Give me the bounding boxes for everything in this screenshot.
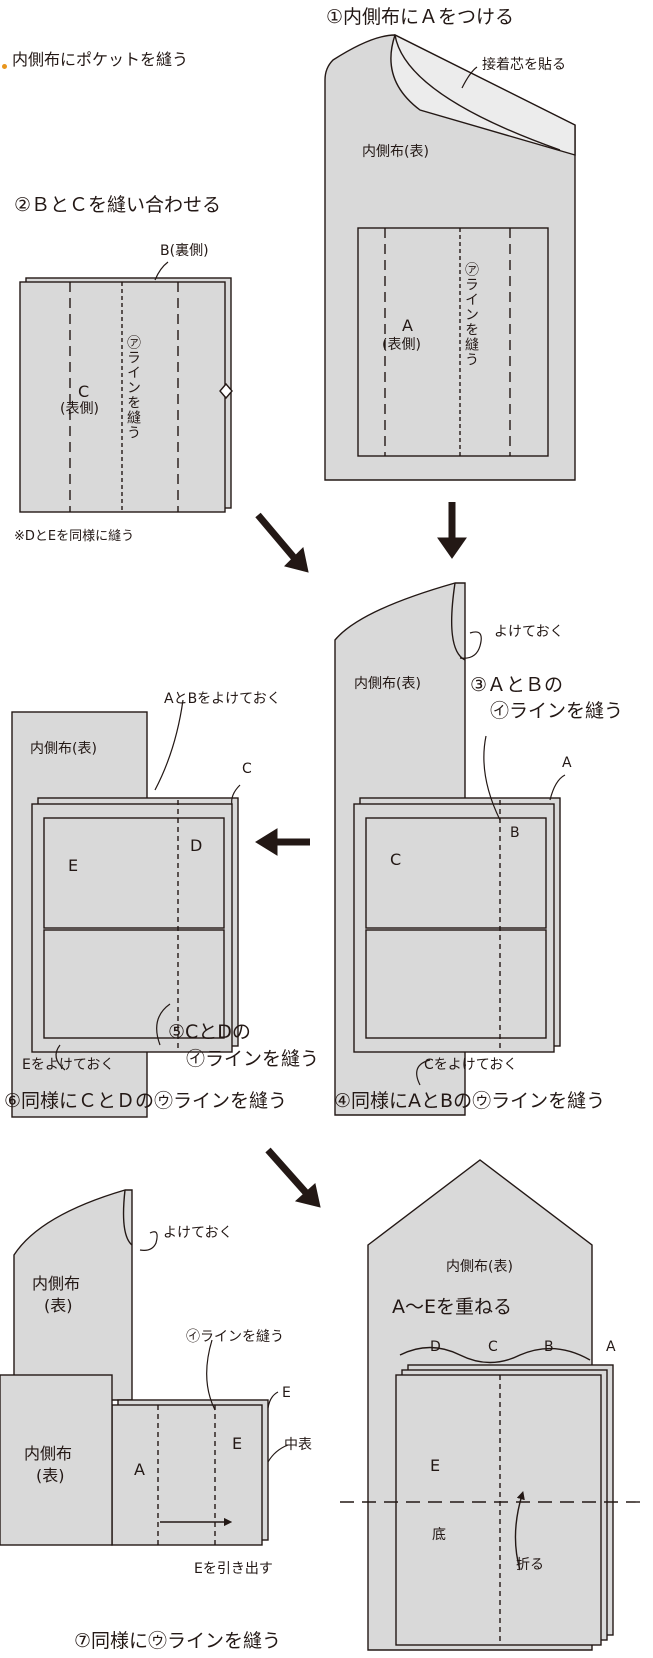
arrow-diagonal-icon <box>265 1147 321 1208</box>
c-aside-label: Cをよけておく <box>424 1057 518 1073</box>
letter-e-step5: E <box>68 856 79 875</box>
letter-d-final: D <box>430 1339 441 1355</box>
inner-front-label: 内側布(表) <box>362 144 429 160</box>
pocket-a-front: (表側) <box>382 337 421 353</box>
fold-label: 折る <box>516 1557 544 1573</box>
final-stack <box>340 1159 648 1651</box>
sew-a-line-label-2: ㋐ラインを縫う <box>125 335 141 440</box>
letter-c-step3: C <box>390 850 402 869</box>
letter-d-step5: D <box>190 836 203 855</box>
c-front-label: (表側) <box>60 401 99 417</box>
keep-aside-label-1: よけておく <box>494 624 564 640</box>
b-back-label: B(裏側) <box>160 243 209 259</box>
pocket-a-letter: A <box>402 316 413 335</box>
step5-assembly <box>11 711 239 1118</box>
step4-title: ④同様にAとBの㋒ラインを縫う <box>334 1090 606 1112</box>
inner-front-step7-top-1: 内側布 <box>32 1274 81 1293</box>
section-title: 内側布にポケットを縫う <box>12 50 189 69</box>
letter-b-final: B <box>544 1339 554 1355</box>
pocket-a <box>357 227 549 457</box>
step6-title: ⑥同様にＣとＤの㋒ラインを縫う <box>4 1090 288 1112</box>
a-and-b-aside-label: AとBをよけておく <box>164 691 281 707</box>
inner-front-final: 内側布(表) <box>446 1259 513 1275</box>
letter-c-final: C <box>488 1339 498 1355</box>
arrow-down-icon <box>437 502 467 559</box>
letter-e-final: E <box>430 1456 441 1475</box>
inner-front-step7-low-2: (表) <box>36 1466 65 1485</box>
inner-front-step7-top-2: (表) <box>44 1296 73 1315</box>
stack-ae-label: A～Eを重ねる <box>392 1296 513 1318</box>
step5-title-2: ㋑ラインを縫う <box>186 1048 320 1070</box>
step3-title-2: ㋑ラインを縫う <box>490 700 624 722</box>
step3-assembly <box>334 582 561 1116</box>
step1-title: ①内側布にＡをつける <box>326 6 515 28</box>
section-bullet <box>2 64 7 69</box>
arrow-left-icon <box>255 828 310 856</box>
step2-panels-bc <box>19 277 233 513</box>
letter-c-step5: C <box>242 761 252 777</box>
inner-front-label-3: 内側布(表) <box>30 741 97 757</box>
step1-inner-cloth <box>324 34 576 481</box>
inner-front-step7-low-1: 内側布 <box>24 1444 73 1463</box>
flow-arrows <box>160 502 467 1527</box>
leader-lines <box>55 66 566 1463</box>
step5-title-1: ⑤CとDの <box>168 1021 251 1043</box>
sew-i-line-label: ㋑ラインを縫う <box>186 1329 284 1345</box>
letter-a-final: A <box>606 1339 616 1355</box>
c-letter: C <box>78 382 90 401</box>
note-de: ※DとEを同様に縫う <box>14 529 135 544</box>
bottom-label: 底 <box>432 1527 446 1543</box>
sew-a-line-label-1: ㋐ラインを縫う <box>463 262 479 367</box>
pull-e-label: Eを引き出す <box>194 1561 273 1577</box>
letter-a-step3: A <box>562 755 572 771</box>
e-aside-label: Eをよけておく <box>22 1057 115 1073</box>
middle-front-label: 中表 <box>284 1437 312 1453</box>
step7-title: ⑦同様に㋒ラインを縫う <box>74 1630 282 1652</box>
letter-e-step7-b: E <box>232 1434 243 1453</box>
step2-title: ②ＢとＣを縫い合わせる <box>14 194 222 216</box>
inner-front-label-2: 内側布(表) <box>354 676 421 692</box>
keep-aside-label-2: よけておく <box>163 1225 233 1241</box>
letter-b-step3: B <box>510 825 520 841</box>
arrow-diagonal-icon <box>255 512 309 573</box>
step3-title-1: ③ＡとＢの <box>470 674 564 696</box>
step7-assembly <box>0 1189 269 1546</box>
letter-a-step7: A <box>134 1460 145 1479</box>
letter-e-step7-a: E <box>282 1385 291 1401</box>
interfacing-label: 接着芯を貼る <box>482 57 566 73</box>
